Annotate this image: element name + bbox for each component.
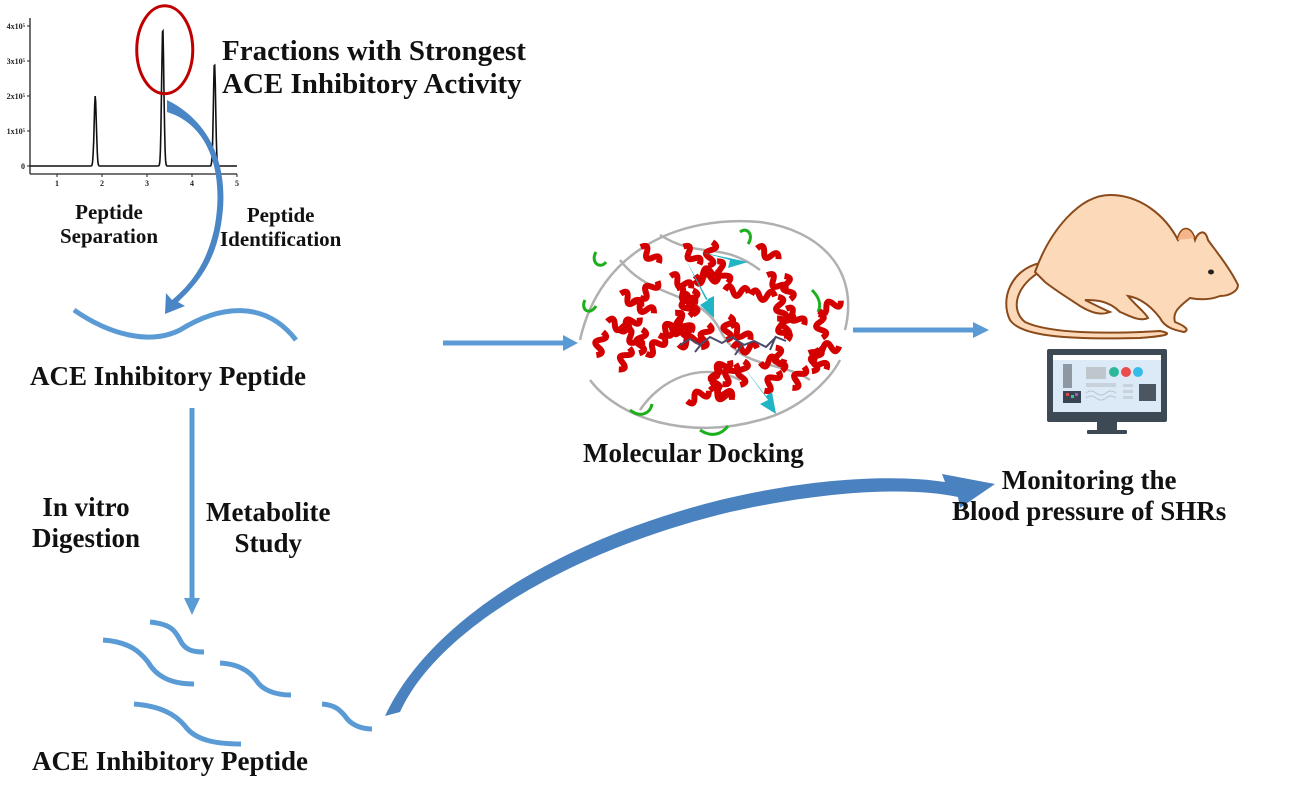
helix-ribbon (709, 359, 734, 380)
helix-ribbon (676, 332, 705, 351)
identification-curved-arrow (165, 100, 224, 314)
helix-ribbon (692, 270, 722, 287)
label-line: Peptide (246, 203, 315, 227)
helix-ribbon (592, 329, 610, 359)
loop-ribbon-green (592, 251, 608, 267)
label-line: Separation (60, 224, 159, 249)
label-line: Metabolite (206, 497, 331, 527)
label-in-vitro-digestion: In vitro Digestion (32, 492, 140, 554)
chart-ticks: 0 1x10⁵ 2x10⁵ 3x10⁵ 4x10⁵ 1 2 3 4 5 (7, 22, 239, 188)
helix-ribbon (624, 326, 646, 350)
highlight-circle (135, 4, 195, 96)
helix-ribbon (678, 290, 696, 319)
label-line: Blood pressure of SHRs (952, 496, 1227, 527)
x-tick-label: 4 (190, 179, 194, 188)
y-tick-label: 1x10⁵ (7, 127, 26, 136)
helix-ribbon (630, 296, 657, 315)
label-line: Digestion (32, 523, 140, 554)
helix-ribbon (721, 362, 741, 388)
helix-ribbon (644, 337, 669, 359)
beta-sheet (740, 362, 776, 414)
helix-ribbon (616, 316, 643, 335)
arrow-head (184, 598, 200, 615)
label-peptide-separation: Peptide Separation (60, 200, 158, 248)
helix-ribbon (728, 321, 754, 341)
label-line: In vitro (42, 492, 130, 522)
helix-ribbon (807, 348, 831, 371)
loop-ribbon-green (810, 288, 822, 313)
y-tick-label: 2x10⁵ (7, 92, 26, 101)
title-fractions: Fractions with Strongest ACE Inhibitory … (222, 35, 526, 102)
label-ace-inhibitory-peptide-digested: ACE Inhibitory Peptide (32, 746, 309, 776)
helix-ribbon (639, 242, 663, 264)
peptide-fragments-icon (102, 619, 373, 747)
helix-ribbon (779, 310, 797, 339)
loop-ribbon-green (582, 299, 598, 313)
arrow-head (973, 322, 989, 338)
helix-ribbon (682, 242, 704, 266)
helix-ribbon (817, 298, 844, 317)
helix-ribbon (773, 293, 790, 323)
peptide-strand-icon (72, 307, 298, 342)
helix-ribbon (685, 388, 712, 407)
helix-ribbon (748, 287, 778, 303)
loop-ribbon (578, 219, 850, 341)
arrow-head (563, 335, 578, 351)
loop-ribbon (589, 359, 842, 430)
x-tick-label: 5 (235, 179, 239, 188)
helix-ribbon (673, 309, 692, 337)
helix-ribbon (633, 326, 650, 357)
chromatogram-chart: 0 1x10⁵ 2x10⁵ 3x10⁵ 4x10⁵ 1 2 3 4 5 (7, 4, 239, 188)
helix-ribbon (638, 280, 662, 302)
long-curved-arrow (385, 474, 995, 716)
loop-ribbon-green (699, 425, 730, 436)
label-ace-inhibitory-peptide: ACE Inhibitory Peptide (30, 361, 307, 391)
chromatogram-trace (30, 28, 237, 167)
y-tick-label: 3x10⁵ (7, 57, 26, 66)
y-tick-label: 4x10⁵ (7, 22, 26, 31)
helix-ribbon (771, 344, 789, 374)
x-tick-label: 2 (100, 179, 104, 188)
helix-ribbon (763, 369, 784, 395)
helix-ribbon (697, 322, 715, 351)
helix-ribbon (730, 340, 760, 356)
helix-ribbon (707, 384, 735, 403)
ligand-molecule (679, 335, 787, 356)
label-peptide-identification: Peptide Identification (220, 203, 341, 251)
label-line: Identification (220, 227, 342, 252)
label-line: Monitoring the (1001, 465, 1177, 495)
title-line-1: Fractions with Strongest (222, 35, 526, 67)
x-tick-label: 1 (55, 179, 59, 188)
title-line-2: ACE Inhibitory Activity (222, 68, 522, 101)
helix-ribbon (812, 340, 842, 356)
loop-ribbon-green (629, 403, 654, 416)
helix-ribbon (692, 265, 722, 282)
label-metabolite-study: Metabolite Study (206, 497, 330, 559)
helix-ribbon (702, 239, 720, 269)
helix-ribbon (755, 243, 782, 261)
y-tick-label: 0 (21, 162, 25, 171)
beta-sheet (700, 252, 748, 268)
helix-ribbon (722, 283, 752, 299)
label-line: Peptide (75, 200, 143, 224)
protein-ribbons (578, 219, 850, 436)
label-molecular-docking: Molecular Docking (583, 438, 804, 468)
x-tick-label: 3 (145, 179, 149, 188)
helix-ribbon (791, 364, 810, 391)
helix-ribbon (813, 311, 830, 341)
label-monitoring-blood-pressure: Monitoring the Blood pressure of SHRs (952, 465, 1226, 527)
beta-sheet (686, 260, 714, 318)
label-line: Study (234, 528, 302, 559)
helix-ribbon (685, 287, 701, 318)
helix-ribbon (780, 273, 797, 302)
loop-ribbon-green (739, 228, 752, 245)
helix-ribbon (616, 346, 635, 373)
